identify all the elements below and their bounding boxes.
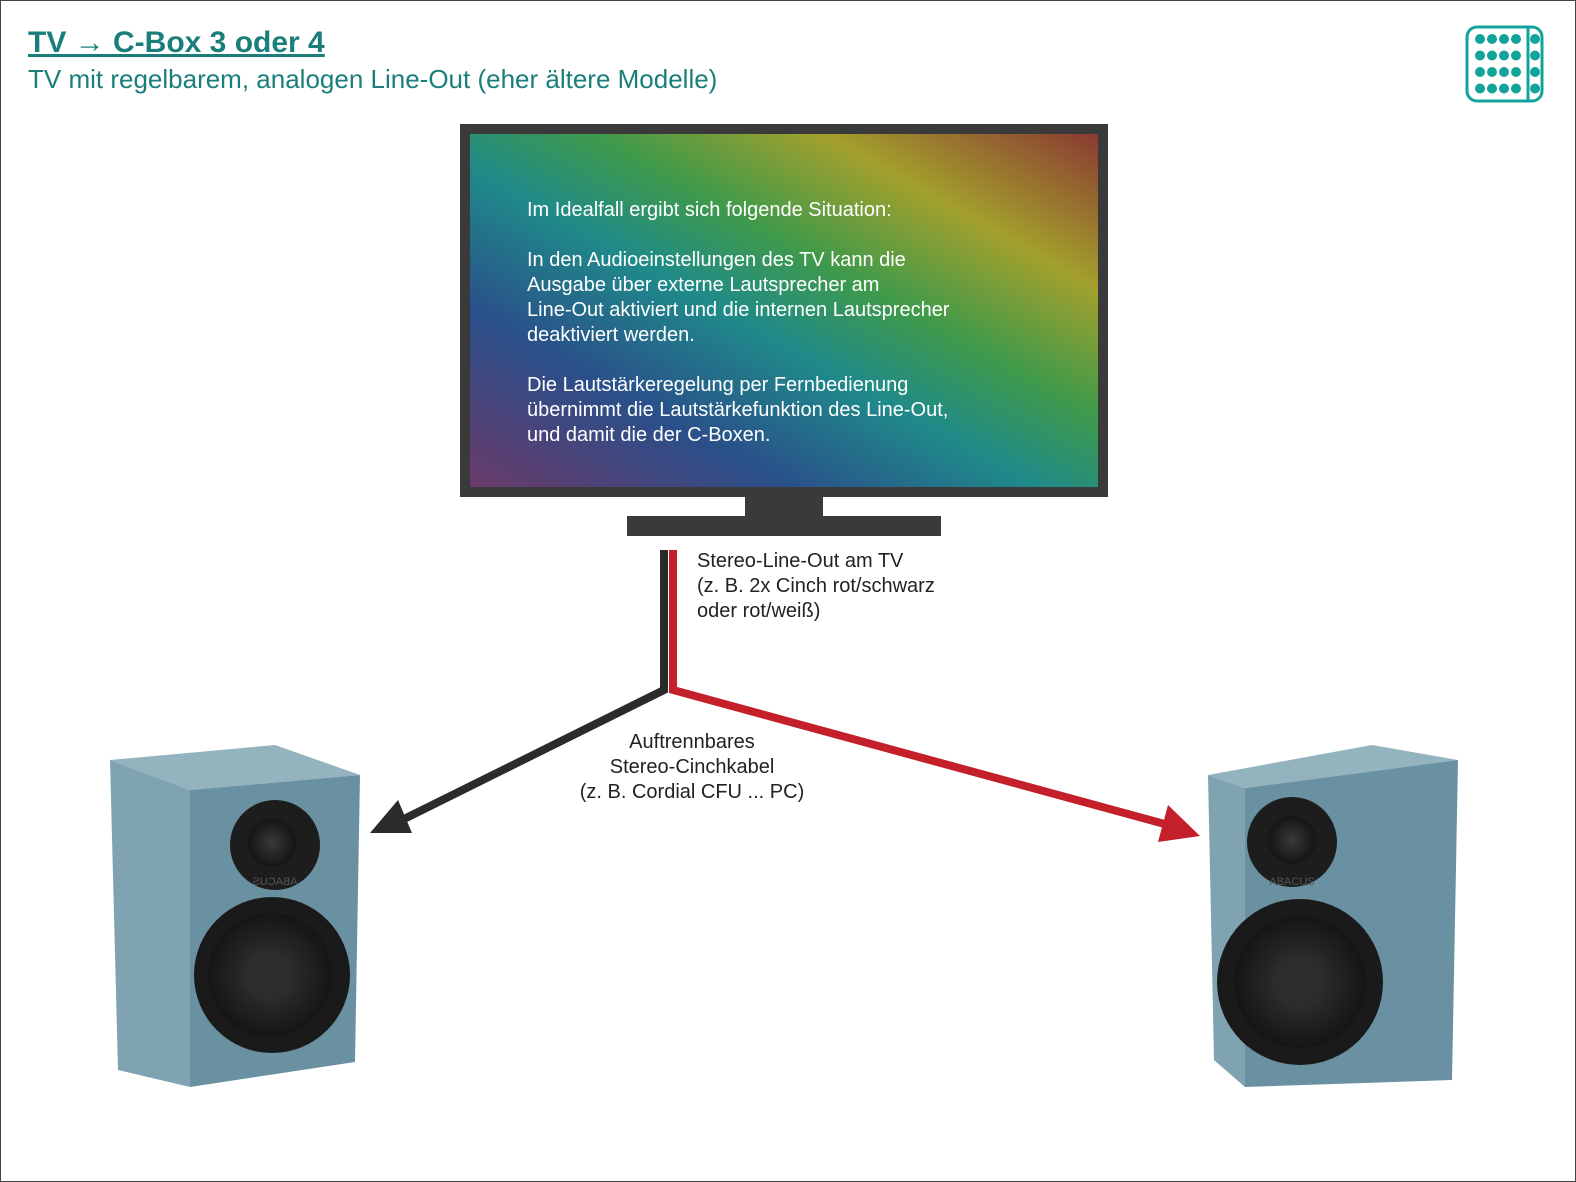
tv-screen-text: Im Idealfall ergibt sich folgende Situat…	[527, 199, 950, 446]
logo-dot	[1511, 67, 1521, 77]
page-title: TV → C-Box 3 oder 4	[28, 26, 325, 59]
logo-dot	[1487, 34, 1497, 44]
logo-dot	[1511, 50, 1521, 61]
logo-dot	[1499, 34, 1509, 44]
logo-dot	[1530, 50, 1540, 61]
logo-dot	[1499, 50, 1509, 61]
logo-dot	[1487, 83, 1497, 94]
logo-dot	[1511, 34, 1521, 44]
speaker-right: ABACUS	[1208, 745, 1458, 1087]
logo-dot	[1475, 67, 1485, 77]
tv	[460, 124, 1108, 536]
logo-dot	[1487, 50, 1497, 61]
logo-dot	[1530, 34, 1540, 44]
page-subtitle: TV mit regelbarem, analogen Line-Out (eh…	[28, 64, 718, 94]
cable-label: Auftrennbares Stereo-Cinchkabel (z. B. C…	[579, 731, 805, 803]
logo-dot	[1475, 50, 1485, 61]
tv-stand	[627, 516, 941, 536]
dot-grid-logo-icon	[1465, 25, 1544, 103]
cable-red	[669, 550, 1200, 842]
speaker-brand-logo: ABACUS	[1269, 876, 1314, 888]
logo-dot	[1475, 83, 1485, 94]
arrow-left-icon	[370, 800, 412, 833]
logo-dot	[1475, 34, 1485, 44]
line-out-label: Stereo-Line-Out am TV (z. B. 2x Cinch ro…	[697, 550, 935, 622]
logo-dot	[1530, 83, 1540, 94]
logo-dot	[1487, 67, 1497, 77]
arrow-right-icon	[1158, 805, 1200, 842]
logo-dot	[1511, 83, 1521, 94]
speaker-brand-logo: ABACUS	[252, 876, 297, 888]
cable-black	[370, 550, 668, 833]
logo-dot	[1499, 67, 1509, 77]
speaker-left: ABACUS	[110, 745, 360, 1087]
logo-dot	[1530, 67, 1540, 77]
tv-screen	[470, 134, 1098, 487]
tv-neck	[745, 497, 823, 516]
logo-dot	[1499, 83, 1509, 94]
